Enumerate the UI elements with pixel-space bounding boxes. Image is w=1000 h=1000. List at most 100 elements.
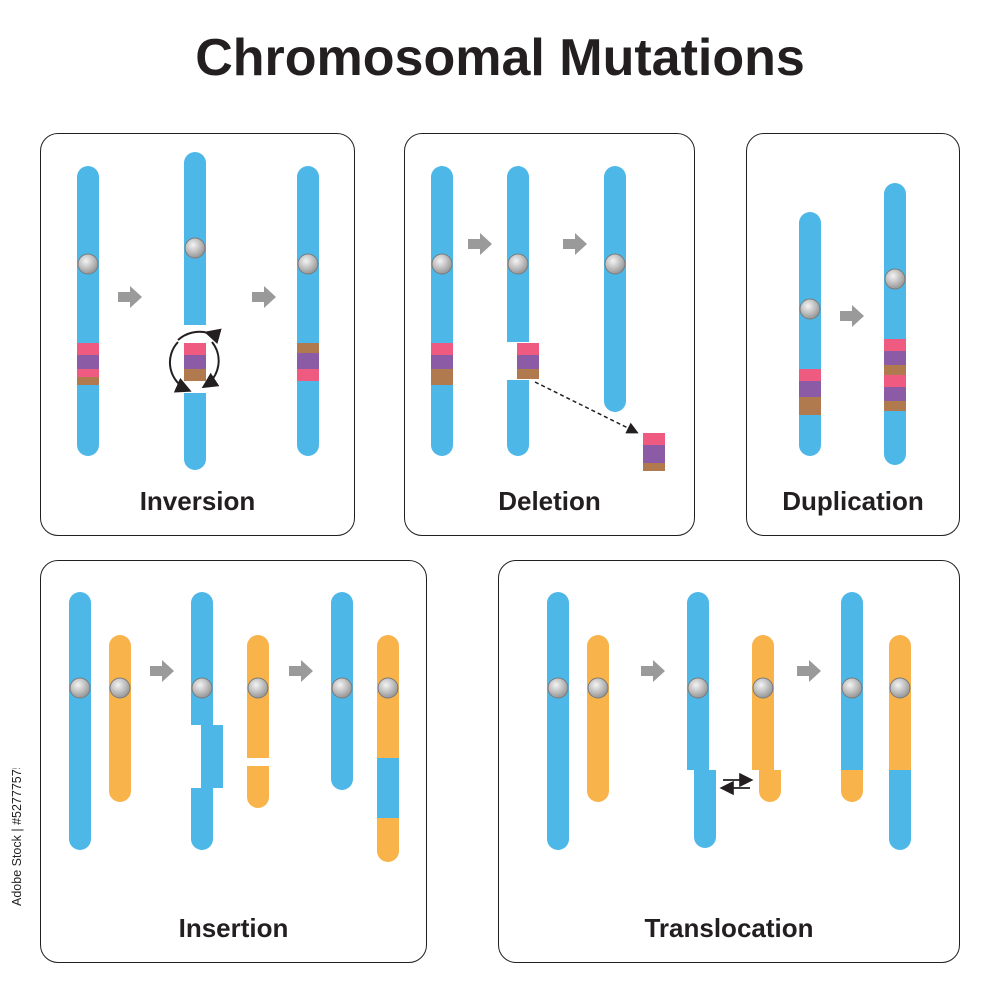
centromere (431, 253, 453, 275)
chromosome-band (643, 445, 665, 463)
chromosome-arm (889, 688, 911, 770)
chromosome-arm (759, 770, 781, 802)
chromosome-band (884, 387, 906, 401)
centromere (191, 677, 213, 699)
chromosome-p-arm (431, 166, 453, 264)
centromere (687, 677, 709, 699)
chromosome-band (184, 343, 206, 355)
gray-arrow-icon (641, 660, 665, 682)
chromosome-arm (841, 770, 863, 802)
chromosome-arm (247, 688, 269, 758)
chromosome-band (884, 365, 906, 375)
dashed-arrow-icon (534, 381, 639, 434)
chromosome-arm (184, 248, 206, 325)
centromere (884, 268, 906, 290)
chromosome-band (431, 343, 453, 355)
centromere (184, 237, 206, 259)
centromere (889, 677, 911, 699)
rotate-arrow-icon (168, 341, 192, 393)
chromosome-p-arm (297, 166, 319, 264)
chromosome-arm (841, 688, 863, 770)
chromosome-q-arm (547, 688, 569, 850)
chromosome-arm (687, 688, 709, 770)
deletion-label: Deletion (498, 486, 601, 516)
insertion-panel: Insertion (40, 560, 427, 963)
chromosome-arm (201, 725, 223, 788)
gray-arrow-icon (563, 233, 587, 255)
chromosome-arm (184, 393, 206, 470)
chromosome-band (297, 369, 319, 381)
centromere (69, 677, 91, 699)
chromosome-p-arm (884, 183, 906, 279)
chromosome-band (643, 433, 665, 445)
chromosome-q-arm (331, 688, 353, 790)
chromosome-band (77, 377, 99, 385)
gray-arrow-icon (252, 286, 276, 308)
chromosome-band (184, 369, 206, 381)
chromosome-arm (191, 788, 213, 850)
watermark: Adobe Stock | #527775759 (10, 768, 24, 906)
chromosome-band (431, 377, 453, 385)
chromosome-band (799, 407, 821, 415)
centromere (841, 677, 863, 699)
chromosome-p-arm (69, 592, 91, 688)
gray-arrow-icon (797, 660, 821, 682)
chromosome-band (799, 397, 821, 407)
gray-arrow-icon (118, 286, 142, 308)
chromosome-band (884, 339, 906, 351)
chromosome-p-arm (604, 166, 626, 264)
centromere (547, 677, 569, 699)
chromosome-band (431, 355, 453, 369)
chromosome-arm (687, 592, 709, 688)
chromosome-band (184, 355, 206, 369)
chromosome-band (77, 343, 99, 355)
chromosome-arm (377, 688, 399, 758)
chromosome-arm (377, 635, 399, 688)
chromosome-arm (507, 264, 529, 342)
chromosome-arm (184, 152, 206, 248)
gray-arrow-icon (289, 660, 313, 682)
insertion-label: Insertion (178, 913, 289, 943)
centromere (507, 253, 529, 275)
chromosome-arm (752, 688, 774, 770)
chromosome-q-arm (69, 688, 91, 850)
centromere (377, 677, 399, 699)
chromosome-band (517, 369, 539, 379)
translocation-panel: Translocation (498, 560, 960, 963)
chromosome-band (884, 375, 906, 387)
centromere (604, 253, 626, 275)
chromosome-p-arm (587, 635, 609, 688)
chromosome-arm (841, 592, 863, 688)
chromosome-p-arm (109, 635, 131, 688)
chromosome-arm (191, 592, 213, 688)
chromosome-arm (377, 758, 399, 818)
chromosome-band (77, 369, 99, 377)
chromosome-arm (247, 635, 269, 688)
chromosome-arm (377, 818, 399, 862)
duplication-panel: Duplication (746, 133, 960, 536)
centromere (587, 677, 609, 699)
watermark-text: Adobe Stock | #527775759 (10, 768, 24, 906)
chromosome-band (799, 381, 821, 397)
centromere (109, 677, 131, 699)
translocation-label: Translocation (644, 913, 814, 943)
chromosome-arm (694, 770, 716, 848)
chromosome-band (884, 351, 906, 365)
gray-arrow-icon (150, 660, 174, 682)
page-title: Chromosomal Mutations (195, 29, 805, 87)
chromosome-band (77, 355, 99, 369)
chromosome-arm (507, 166, 529, 264)
chromosome-arm (191, 688, 213, 725)
chromosome-band (517, 343, 539, 355)
centromere (297, 253, 319, 275)
chromosome-q-arm (587, 688, 609, 802)
chromosome-arm (889, 770, 911, 850)
chromosome-p-arm (799, 212, 821, 309)
chromosome-q-arm (604, 264, 626, 412)
chromosome-arm (247, 766, 269, 808)
chromosome-band (884, 401, 906, 411)
chromosome-arm (752, 635, 774, 688)
chromosome-p-arm (331, 592, 353, 688)
duplication-label: Duplication (782, 486, 924, 516)
